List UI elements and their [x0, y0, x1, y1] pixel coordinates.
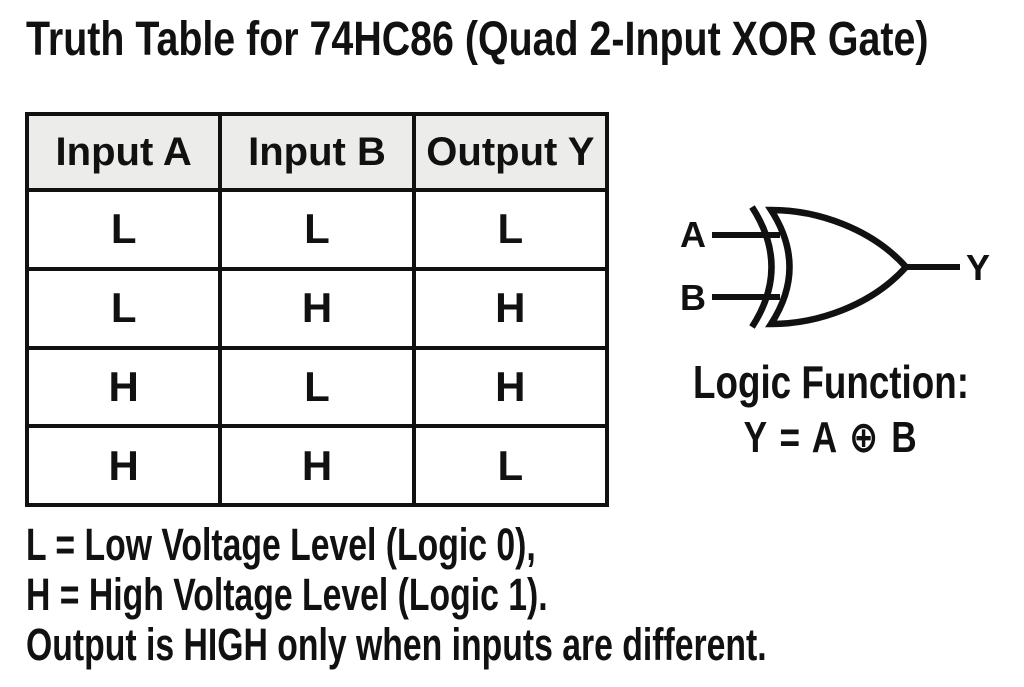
- table-row: L H H: [24, 266, 610, 350]
- cell-input-a: H: [24, 345, 223, 429]
- legend-notes: L = Low Voltage Level (Logic 0), H = Hig…: [26, 520, 1014, 670]
- table-header-row: Input A Input B Output Y: [24, 112, 610, 192]
- cell-output-y: H: [411, 266, 610, 350]
- cell-input-a: L: [24, 266, 223, 350]
- page-title: Truth Table for 74HC86 (Quad 2-Input XOR…: [26, 13, 929, 66]
- col-header-output-y: Output Y: [411, 112, 610, 192]
- truth-table: Input A Input B Output Y L L L L H H H L…: [24, 112, 610, 507]
- input-b-label: B: [680, 277, 706, 318]
- cell-input-b: H: [218, 424, 416, 507]
- xor-gate-body: [765, 206, 911, 328]
- col-header-input-b: Input B: [218, 112, 416, 192]
- table-row: H L H: [24, 345, 610, 429]
- cell-input-b: L: [218, 188, 416, 271]
- cell-input-a: L: [24, 188, 223, 271]
- note-low-level: L = Low Voltage Level (Logic 0),: [26, 519, 536, 570]
- logic-function-equation: Y = A ⊕ B: [743, 413, 919, 462]
- col-header-input-a: Input A: [24, 112, 223, 192]
- table-row: H H L: [24, 424, 610, 507]
- cell-output-y: L: [411, 424, 610, 507]
- input-a-label: A: [680, 214, 706, 255]
- xor-input-arc: [749, 205, 775, 329]
- logic-function-heading: Logic Function:: [693, 356, 969, 408]
- note-high-level: H = High Voltage Level (Logic 1).: [26, 569, 548, 620]
- xor-gate-symbol: A B Y: [680, 205, 990, 329]
- logic-function-block: Logic Function: Y = A ⊕ B: [646, 356, 1016, 463]
- note-xor-behavior: Output is HIGH only when inputs are diff…: [26, 619, 767, 670]
- cell-input-a: H: [24, 424, 223, 507]
- cell-output-y: L: [411, 188, 610, 271]
- cell-output-y: H: [411, 345, 610, 429]
- cell-input-b: L: [218, 345, 416, 429]
- output-label: Y: [966, 247, 990, 288]
- table-row: L L L: [24, 188, 610, 271]
- cell-input-b: H: [218, 266, 416, 350]
